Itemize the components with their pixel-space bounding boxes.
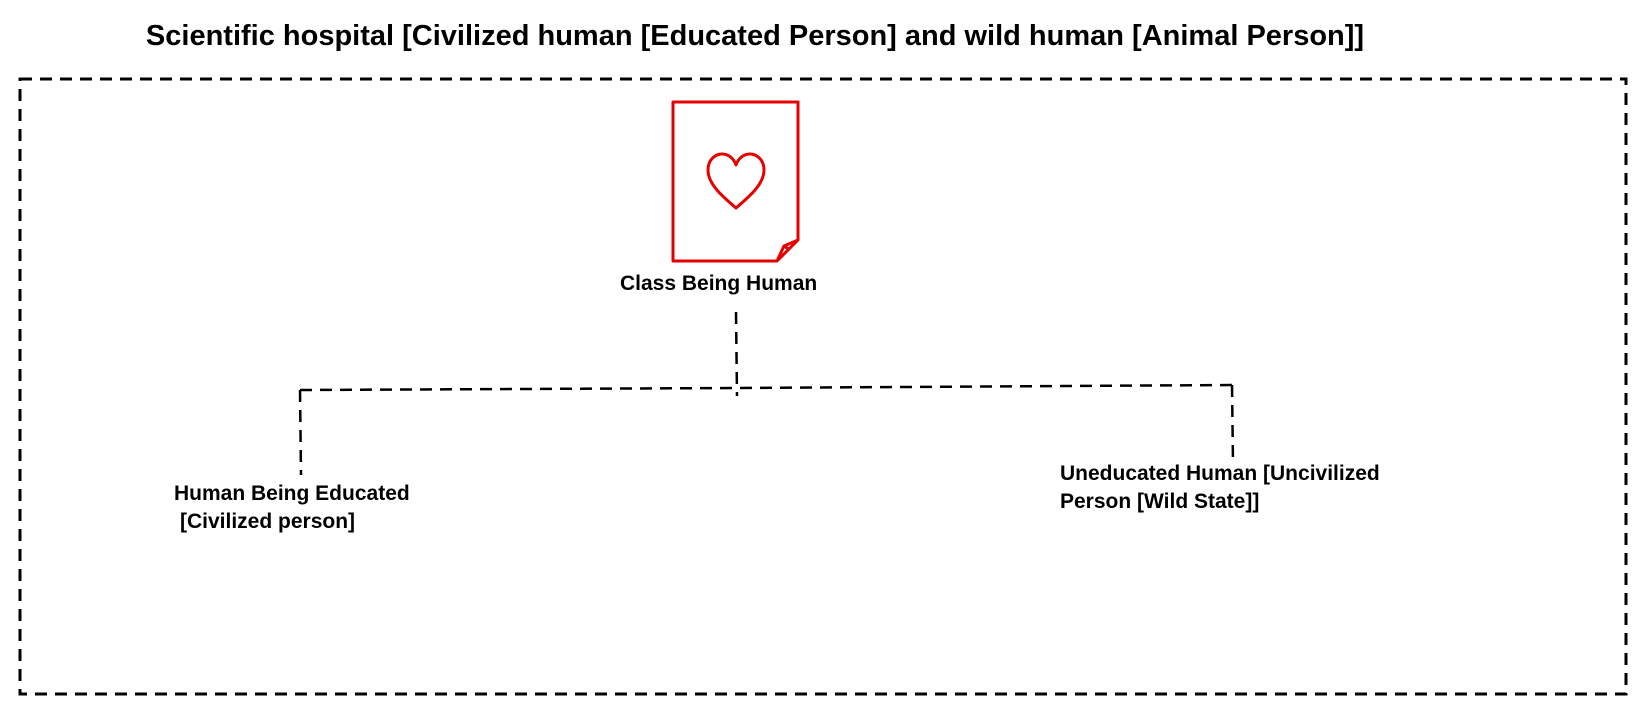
medical-heart-document-icon (671, 100, 800, 263)
child-node-uneducated-line1: Uneducated Human [Uncivilized (1060, 462, 1380, 485)
child-node-uneducated-line2: Person [Wild State]] (1060, 490, 1260, 513)
connector-root-down (734, 311, 739, 397)
child-node-educated: Human Being Educated [Civilized person] (174, 480, 410, 536)
connector-right-drop (1230, 384, 1235, 464)
child-node-educated-line1: Human Being Educated (174, 482, 410, 505)
child-node-educated-line2: [Civilized person] (180, 510, 356, 533)
root-node-label: Class Being Human (620, 272, 818, 295)
child-node-uneducated: Uneducated Human [Uncivilized Person [Wi… (1060, 460, 1380, 516)
connector-left-drop (298, 389, 303, 476)
connector-lines (298, 311, 1235, 476)
connector-horizontal (299, 383, 1233, 392)
container-boundary (18, 77, 1628, 696)
diagram-title: Scientific hospital [Civilized human [Ed… (145, 20, 1365, 52)
